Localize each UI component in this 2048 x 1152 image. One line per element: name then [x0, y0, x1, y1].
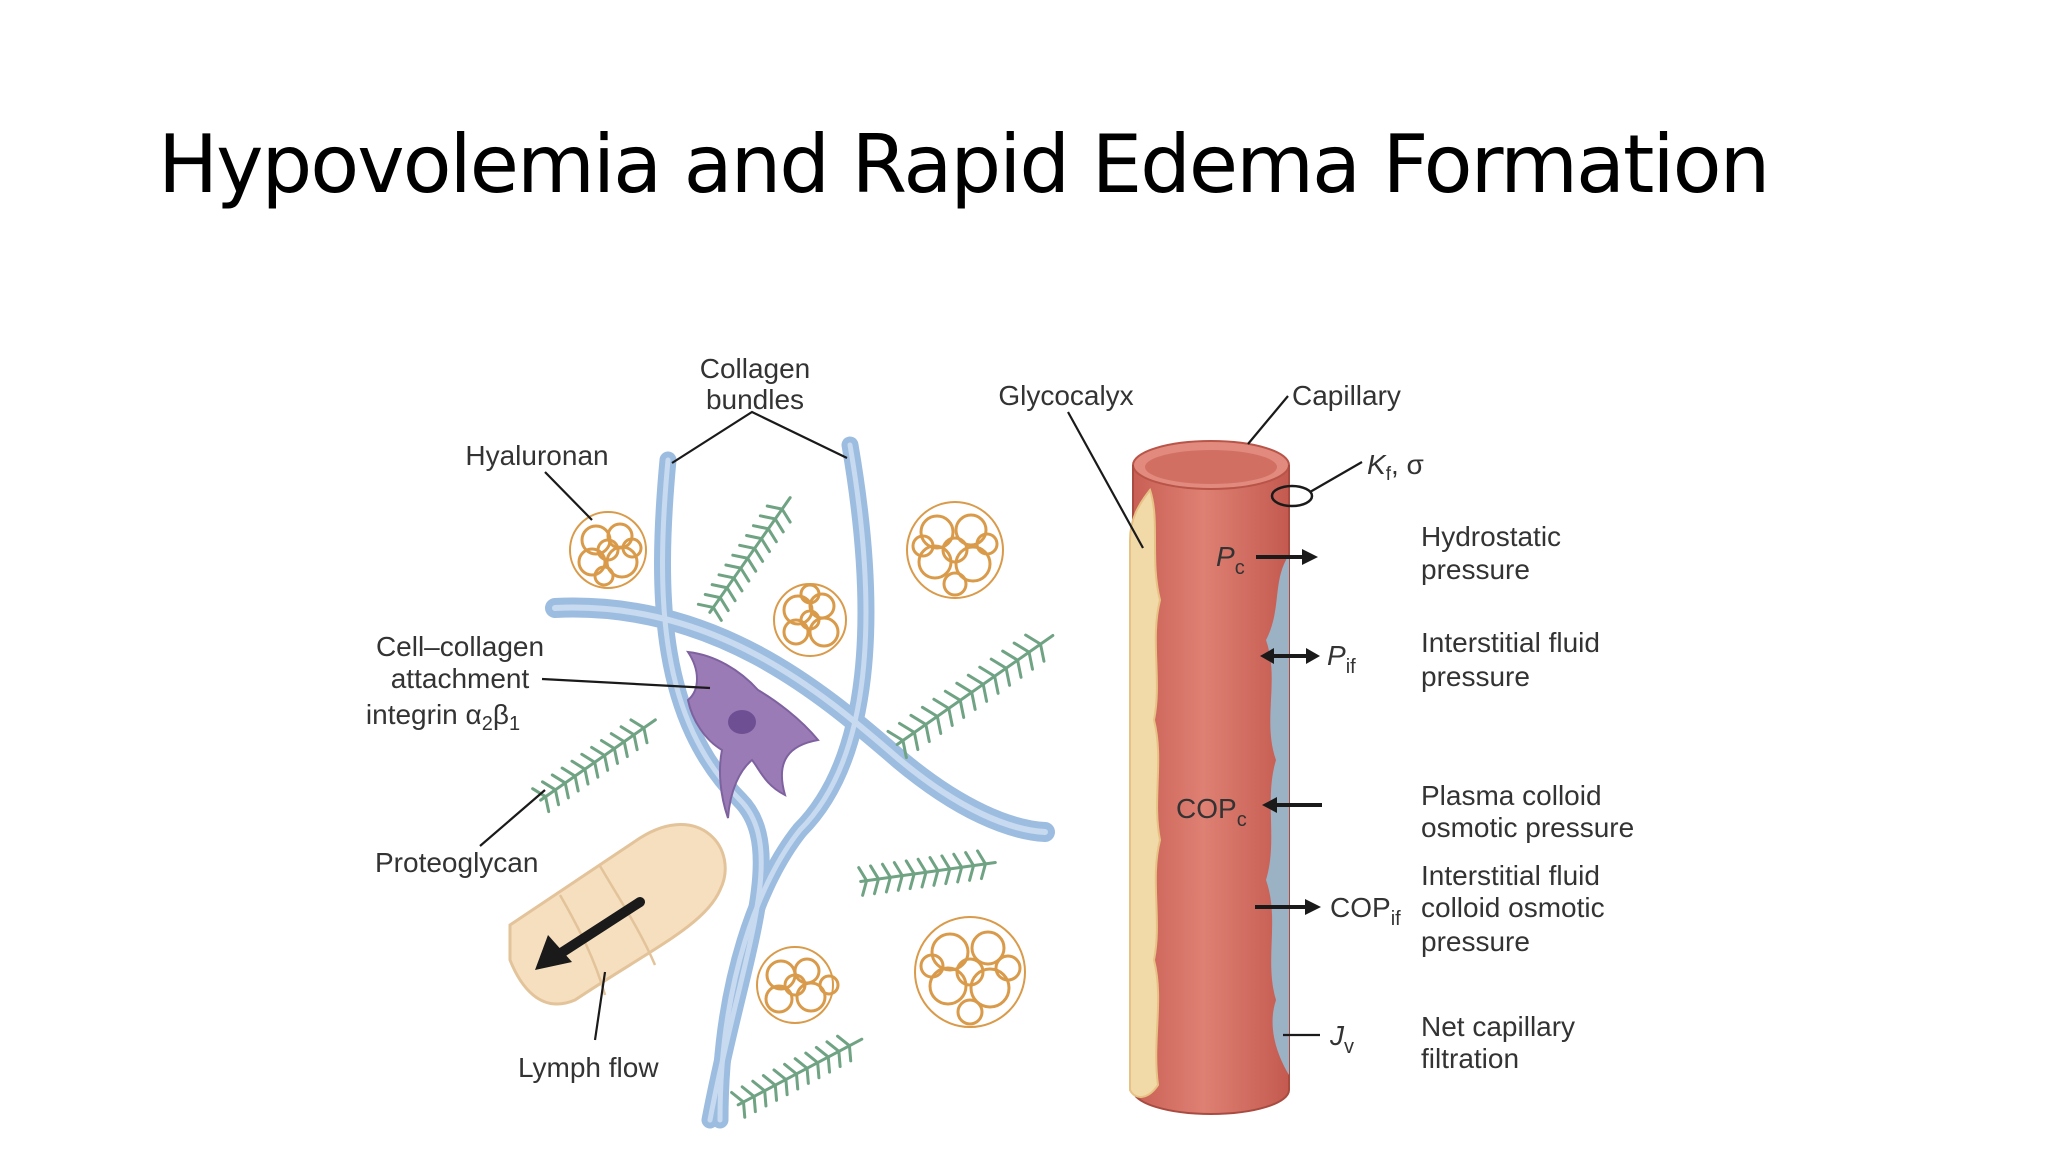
hyaluronan-3: [906, 501, 1004, 599]
hyaluronan-2: [773, 583, 847, 657]
lymph-leader: [593, 971, 607, 1041]
hyaluronan-leader: [544, 471, 593, 521]
interstitium-layer: [1266, 555, 1289, 1075]
kf-leader: [1309, 461, 1363, 493]
label-hyaluronan: Hyaluronan: [465, 440, 608, 471]
proteoglycan-1: [696, 496, 792, 622]
capillary-tube: [1132, 440, 1290, 1115]
label-glycocalyx: Glycocalyx: [998, 380, 1133, 411]
pressure-arrows: [1255, 549, 1322, 915]
glycocalyx-leader: [1067, 411, 1144, 549]
capillary-leader: [1247, 395, 1289, 445]
label-jv: Jv: [1329, 1020, 1354, 1058]
proteoglycan-4: [857, 849, 997, 897]
cell-leader: [541, 677, 711, 690]
proteoglycan-5: [730, 1034, 864, 1119]
label-pc: Pc: [1216, 541, 1245, 579]
copif-arrow: [1255, 899, 1321, 915]
proteoglycan-leader: [479, 789, 546, 847]
label-pif: Pif: [1327, 640, 1356, 678]
lymph-flow-arrow: [535, 897, 645, 970]
hyaluronan-1: [569, 511, 647, 589]
proteoglycan-2: [886, 633, 1055, 760]
proteoglycan-3: [531, 718, 657, 814]
label-kf-sigma: Kf, σ: [1367, 449, 1424, 485]
label-capillary: Capillary: [1292, 380, 1401, 411]
kf-loop-icon: [1270, 484, 1314, 508]
label-copc: COPc: [1176, 793, 1247, 831]
slide-title: Hypovolemia and Rapid Edema Formation: [158, 118, 1770, 211]
copc-arrow: [1262, 797, 1322, 813]
hyaluronan-4: [756, 946, 840, 1024]
hyaluronan-5: [914, 916, 1026, 1028]
hyaluronan-tangles: [569, 501, 1026, 1028]
glycocalyx-layer: [1129, 487, 1162, 1098]
label-proteoglycan: Proteoglycan: [375, 847, 538, 878]
pif-arrow: [1260, 648, 1320, 664]
collagen-leader: [671, 410, 848, 464]
label-lymph-flow: Lymph flow: [518, 1052, 659, 1083]
leader-lines: [479, 395, 1363, 1041]
label-copif: COPif: [1330, 892, 1401, 930]
pc-arrow: [1256, 549, 1318, 565]
fibroblast-cell: [685, 650, 820, 819]
proteoglycans: [531, 496, 1055, 1119]
